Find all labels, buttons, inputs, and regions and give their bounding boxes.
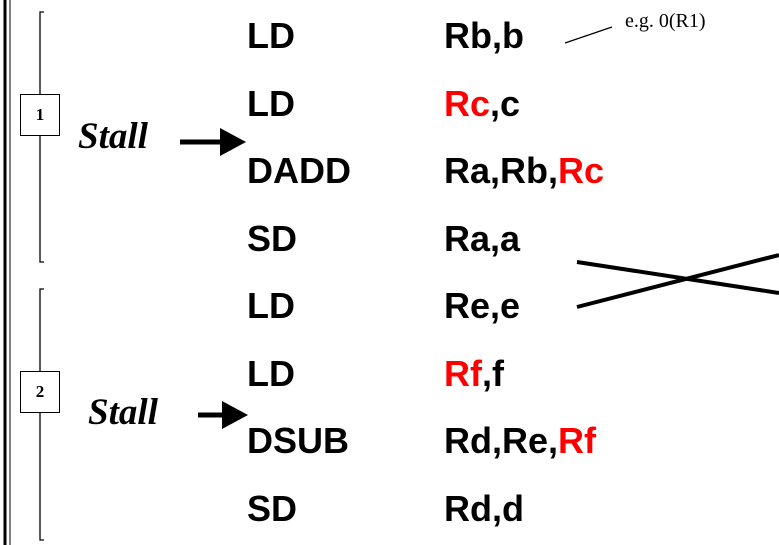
operand-text: ,f xyxy=(482,353,504,394)
stall-label-1: Stall xyxy=(78,116,148,157)
stall-label-2: Stall xyxy=(88,392,158,433)
address-note: e.g. 0(R1) xyxy=(625,10,706,32)
dependent-register: Rc xyxy=(444,83,491,124)
dependent-register: Rc xyxy=(558,150,605,191)
opcode-5: LD xyxy=(247,285,295,326)
operands-5: Re,e xyxy=(444,286,520,326)
opcode-4: SD xyxy=(247,218,298,259)
operand-text: Ra,a xyxy=(444,218,521,259)
group-1-number-box: 1 xyxy=(20,94,60,136)
opcode-1: LD xyxy=(247,15,295,56)
note-leader-line xyxy=(564,26,613,44)
operand-text: Re,e xyxy=(444,285,521,326)
operands-3: Ra,Rb,Rc xyxy=(444,151,604,191)
operand-text: Rb,b xyxy=(444,15,524,56)
group-1-bracket xyxy=(39,11,44,263)
operands-7: Rd,Re,Rf xyxy=(444,421,596,461)
opcode-3: DADD xyxy=(247,150,351,191)
operand-text: Rd,d xyxy=(444,488,524,529)
dependent-register: Rf xyxy=(444,353,482,394)
group-2-number-box: 2 xyxy=(20,371,60,413)
swap-cross-line-2 xyxy=(576,253,779,309)
stall-arrow-2 xyxy=(198,401,248,429)
opcode-8: SD xyxy=(247,488,298,529)
group-2-bracket xyxy=(39,288,44,541)
operand-text: Rd,Re, xyxy=(444,420,559,461)
operands-4: Ra,a xyxy=(444,219,520,259)
dependent-register: Rf xyxy=(558,420,597,461)
operand-text: Ra,Rb, xyxy=(444,150,559,191)
operands-1: Rb,b xyxy=(444,16,524,56)
opcode-7: DSUB xyxy=(247,420,350,461)
swap-cross-line-1 xyxy=(576,260,779,295)
operand-text: ,c xyxy=(490,83,521,124)
stall-arrow-1 xyxy=(180,128,246,156)
operands-2: Rc,c xyxy=(444,84,520,124)
opcode-2: LD xyxy=(247,83,295,124)
opcode-6: LD xyxy=(247,353,295,394)
operands-8: Rd,d xyxy=(444,489,524,529)
operands-6: Rf,f xyxy=(444,354,504,394)
